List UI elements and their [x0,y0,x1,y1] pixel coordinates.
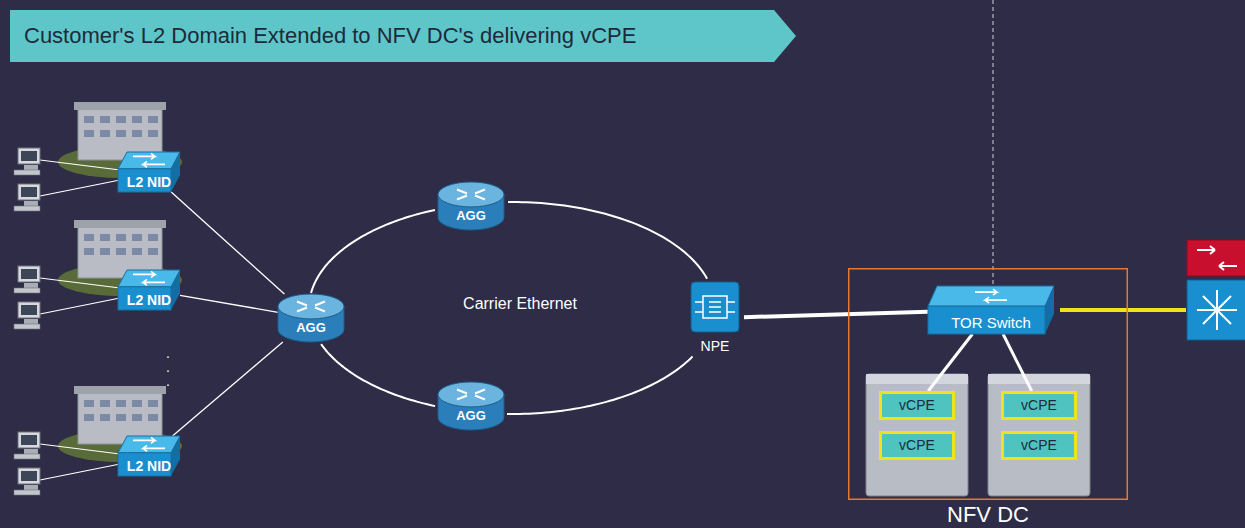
vcpe-box: vCPE [1001,391,1077,420]
node-label: vCPE [899,397,935,413]
node-label: NPE [701,338,730,354]
core-switch-icon [1187,280,1245,340]
banner-arrow: Customer's L2 Domain Extended to NFV DC'… [10,10,796,62]
link-line [180,295,278,312]
agg-router: AGG [278,294,344,342]
building-icon [58,102,182,178]
link-line [744,312,928,317]
node-label: NFV DC [848,502,1128,527]
link-line [321,344,435,406]
agg-router: AGG [438,382,504,430]
node-label: AGG [296,321,326,336]
building-icon [58,220,182,296]
firewall-icon [1187,240,1245,276]
npe-router: NPE [686,282,744,354]
ellipsis-dot: . [166,360,170,374]
link-line [508,202,707,279]
node-label: vCPE [899,437,935,453]
link-line [507,356,693,414]
node-label: L2 NID [127,174,171,190]
boundary-dashed-line [993,0,994,292]
node-label: vCPE [1021,397,1057,413]
link-line [171,192,284,294]
node-label: vCPE [1021,437,1057,453]
nid-switch: L2 NID [118,152,180,192]
server-chassis [866,374,1090,496]
uplink-wire [1060,308,1186,312]
node-label: Customer's L2 Domain Extended to NFV DC'… [24,23,636,48]
pc-wires [40,160,120,480]
ellipsis-dot: . [166,346,170,360]
tor-switch: TOR Switch [928,286,1054,334]
nid-switch: L2 NID [118,436,180,476]
link-line [928,334,972,391]
node-label: L2 NID [127,458,171,474]
node-label: AGG [456,209,486,224]
agg-router: AGG [438,182,504,230]
link-line [1003,334,1032,391]
network-label: Carrier Ethernet [463,296,577,312]
nid-switch: L2 NID [118,270,180,310]
link-line [172,342,282,436]
node-label: TOR Switch [951,314,1031,331]
building-icon [58,386,182,462]
node-label: L2 NID [127,292,171,308]
vcpe-box: vCPE [879,391,955,420]
vcpe-box: vCPE [1001,431,1077,460]
pc-icons [14,148,40,495]
vcpe-box: vCPE [879,431,955,460]
ellipsis-dot: . [166,374,170,388]
node-label: AGG [456,409,486,424]
link-line [311,210,435,293]
datacenter-region: NFV DCTOR SwitchvCPEvCPEvCPEvCPE [848,268,1128,500]
